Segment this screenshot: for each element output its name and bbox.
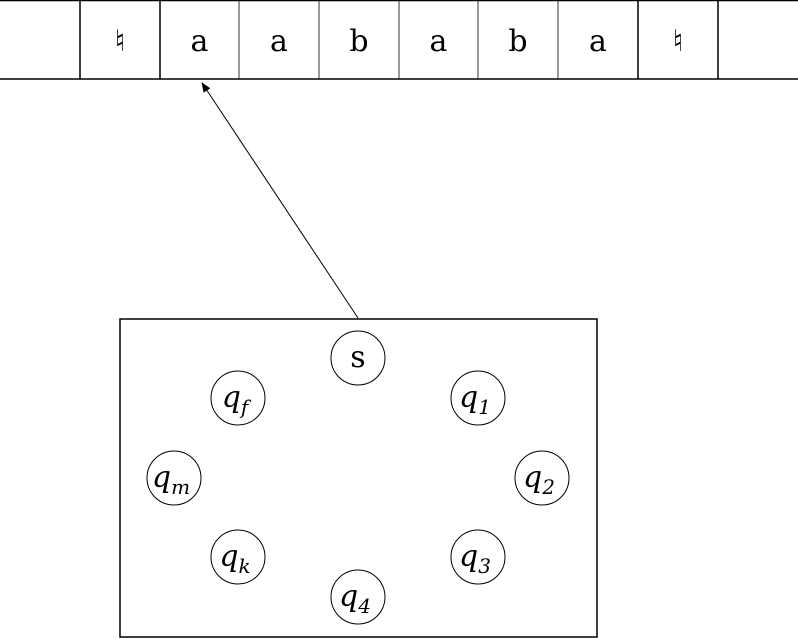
state-node: q2 <box>514 450 570 506</box>
tape-cell-symbol: a <box>430 24 448 59</box>
state-label: q4 <box>339 579 371 618</box>
tape-cell-symbol: a <box>589 24 607 59</box>
state-label: q1 <box>459 380 491 419</box>
state-subscript: 2 <box>541 475 555 499</box>
state-node: qk <box>210 529 266 585</box>
state-node: qf <box>210 370 266 426</box>
state-label: qk <box>219 539 250 578</box>
tape-cell-symbol: a <box>270 24 288 59</box>
state-subscript: 4 <box>357 594 371 618</box>
state-node: s <box>330 330 386 386</box>
state-circle <box>450 370 506 426</box>
state-name: s <box>350 340 365 375</box>
state-label: q3 <box>459 539 491 578</box>
state-subscript: 3 <box>478 554 491 578</box>
state-circle <box>450 529 506 585</box>
tape-cell-symbol: ♮ <box>115 24 126 59</box>
state-name: q <box>459 539 478 574</box>
tape: ♮ a a b a b a ♮ <box>0 0 798 80</box>
state-name: q <box>459 380 478 415</box>
state-subscript: f <box>239 395 252 419</box>
tape-cell: a <box>557 0 607 79</box>
tape-cell: b <box>318 0 369 79</box>
state-label: s <box>350 340 365 375</box>
state-name: q <box>152 460 171 495</box>
tape-cell-symbol: b <box>508 24 527 59</box>
state-subscript: 1 <box>478 395 491 419</box>
state-name: q <box>219 539 238 574</box>
tape-cell: a <box>398 0 448 79</box>
state-node: qm <box>146 450 202 506</box>
tape-cell: ♮ <box>637 0 684 79</box>
state-node: q1 <box>450 370 506 426</box>
state-subscript: m <box>171 475 190 499</box>
state-name: q <box>339 579 358 614</box>
state-circle <box>330 330 386 386</box>
tape-cell-symbol: ♮ <box>673 24 684 59</box>
state-name: q <box>222 380 241 415</box>
state-node: q3 <box>450 529 506 585</box>
state-circle <box>146 450 202 506</box>
tape-cell: b <box>477 0 528 79</box>
state-circle <box>330 569 386 625</box>
state-name: q <box>523 460 542 495</box>
state-circle <box>514 450 570 506</box>
tape-cell: a <box>238 0 288 79</box>
state-label: qf <box>222 380 252 419</box>
control-box <box>119 318 598 638</box>
state-circle <box>210 370 266 426</box>
state-label: qm <box>152 460 190 499</box>
state-subscript: k <box>239 554 251 578</box>
tape-cell-symbol: a <box>191 24 209 59</box>
state-node: q4 <box>330 569 386 625</box>
tape-cell-symbol: b <box>349 24 368 59</box>
head-pointer-arrow <box>201 82 359 319</box>
state-circle <box>210 529 266 585</box>
tape-cell: ♮ <box>79 0 126 79</box>
tape-cell: a <box>159 0 209 79</box>
state-label: q2 <box>523 460 555 499</box>
